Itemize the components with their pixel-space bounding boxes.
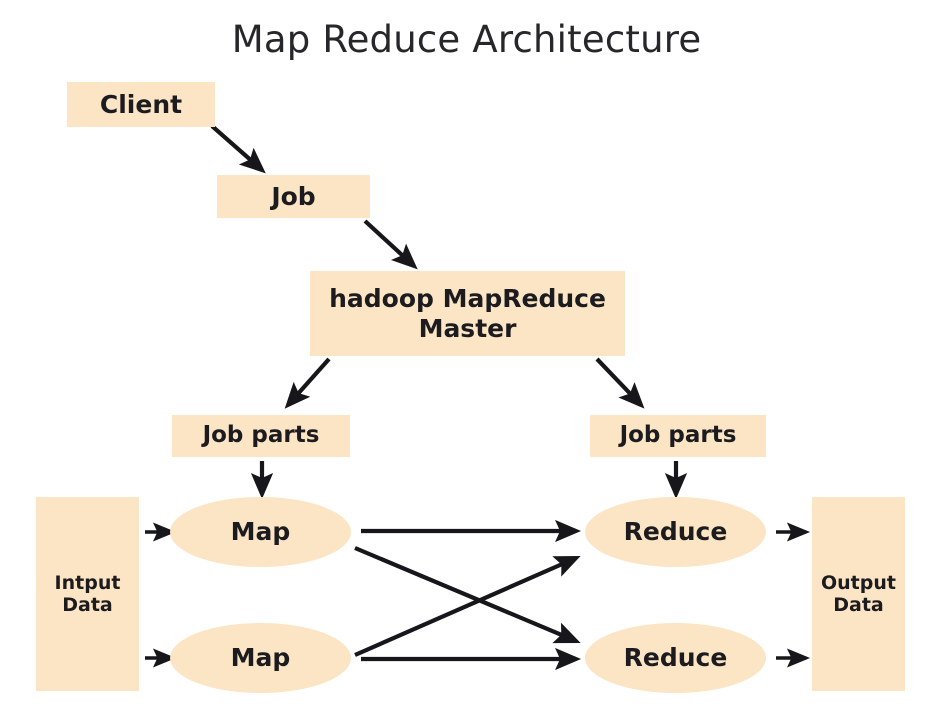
edge-job-to-master: [363, 219, 418, 270]
node-map-2[interactable]: Map: [170, 623, 351, 693]
node-job-parts-left[interactable]: Job parts: [172, 415, 350, 457]
node-map-1[interactable]: Map: [170, 497, 351, 567]
edge-client-to-job: [210, 124, 266, 174]
node-client[interactable]: Client: [67, 82, 215, 127]
node-job-parts-right[interactable]: Job parts: [590, 415, 766, 457]
node-job[interactable]: Job: [217, 175, 370, 218]
node-reduce-2[interactable]: Reduce: [585, 623, 766, 693]
node-hadoop-mapreduce-master[interactable]: hadoop MapReduce Master: [310, 271, 625, 356]
edge-map-2-to-reduce-1: [354, 555, 581, 657]
edge-master-to-job-parts-left: [284, 357, 331, 409]
node-output-data[interactable]: Output Data: [812, 497, 905, 691]
edge-master-to-job-parts-right: [595, 357, 645, 409]
diagram-title: Map Reduce Architecture: [231, 18, 702, 61]
edge-map-1-to-reduce-2: [354, 546, 581, 644]
node-input-data[interactable]: Intput Data: [36, 497, 139, 691]
node-reduce-1[interactable]: Reduce: [585, 497, 766, 567]
